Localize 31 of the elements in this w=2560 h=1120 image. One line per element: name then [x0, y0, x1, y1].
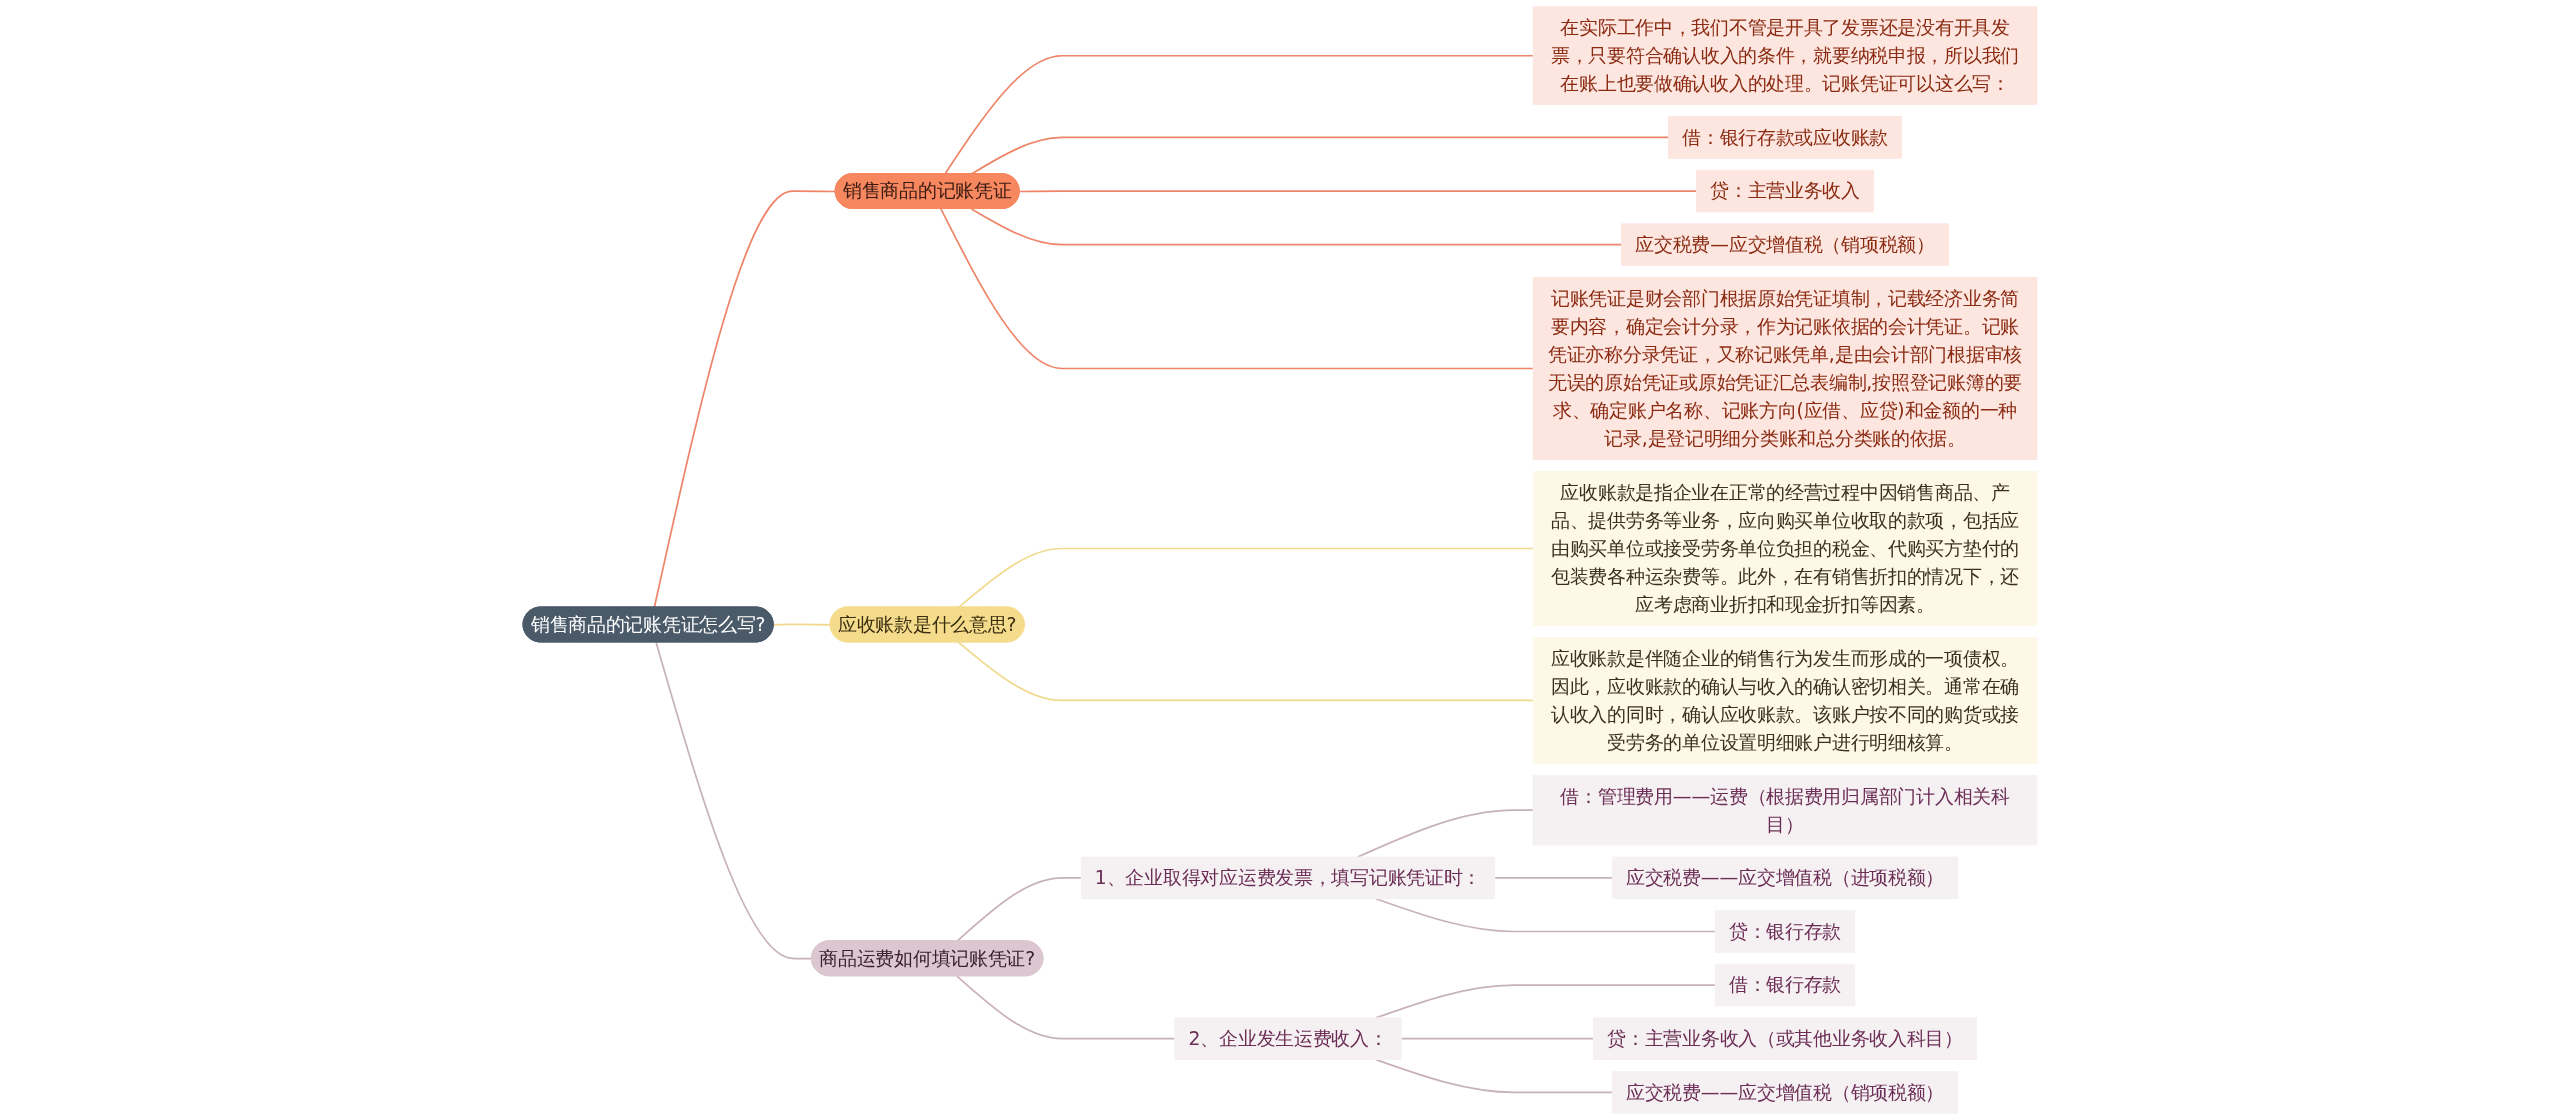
node-box: 贷：主营业务收入 [1696, 169, 1874, 213]
connector [956, 975, 1176, 1040]
connector [1018, 190, 1698, 193]
node-box: 应交税费——应交增值税（销项税额） [1611, 1071, 1959, 1114]
connector [1356, 809, 1534, 858]
node-box: 贷：银行存款 [1714, 910, 1856, 953]
connector [1375, 1058, 1614, 1094]
node-box: 借：银行存款 [1714, 963, 1856, 1007]
node-box: 应收账款是指企业在正常的经营过程中因销售商品、产品、提供劳务等业务，应向购买单位收取的款项，包括应由购买单位或接受劳务单位负担的税金、代购买方垫付的包装费各种运杂费等。此外，在有销售折扣的情况下，还应考虑商业折扣和现金折扣等因素。 [1532, 471, 2038, 626]
node-box: 2、企业发生运费收入： [1174, 1017, 1402, 1060]
connector [940, 208, 1534, 370]
node-box: 贷：主营业务收入（或其他业务收入科目） [1593, 1017, 1977, 1060]
connector [957, 641, 1534, 702]
connector [1400, 1037, 1595, 1040]
connector [1493, 877, 1614, 879]
node-box: 在实际工作中，我们不管是开具了发票还是没有开具发票，只要符合确认收入的条件，就要纳税申报，所以我们在账上也要做确认收入的处理。记账凭证可以这么写： [1532, 6, 2038, 106]
node-box: 记账凭证是财会部门根据原始凭证填制，记载经济业务简要内容，确定会计分录，作为记账依据的会计凭证。记账凭证亦称分录凭证，又称记账凭单,是由会计部门根据审核无误的原始凭证或原始凭证汇总表编制,按照登记账簿的要求、确定账户名称、记账方向(应借、应贷)和金额的一种记录,是登记明细分类账和总分类账的依据。 [1532, 277, 2038, 460]
node-box: 借：管理费用——运费（根据费用归属部门计入相关科目） [1532, 774, 2038, 846]
node-box: 应交税费——应交增值税（进项税额） [1611, 856, 1959, 900]
node-box: 1、企业取得对应运费发票，填写记账凭证时： [1080, 856, 1496, 900]
connector [653, 190, 837, 609]
node-box: 借：银行存款或应收账款 [1668, 116, 1903, 159]
connector [655, 641, 813, 960]
connector [944, 54, 1534, 175]
connector [772, 623, 832, 626]
connector [970, 208, 1623, 246]
connector [957, 547, 1534, 609]
connector [1375, 897, 1717, 933]
node-box: 应收账款是伴随企业的销售行为发生而形成的一项债权。因此，应收账款的确认与收入的确认密切相关。通常在确认收入的同时，确认应收账款。该账户按不同的购货或接受劳务的单位设置明细账户进行明细核算。 [1532, 637, 2038, 764]
node-box: 应交税费—应交增值税（销项税额） [1621, 223, 1949, 266]
connector [970, 136, 1670, 175]
